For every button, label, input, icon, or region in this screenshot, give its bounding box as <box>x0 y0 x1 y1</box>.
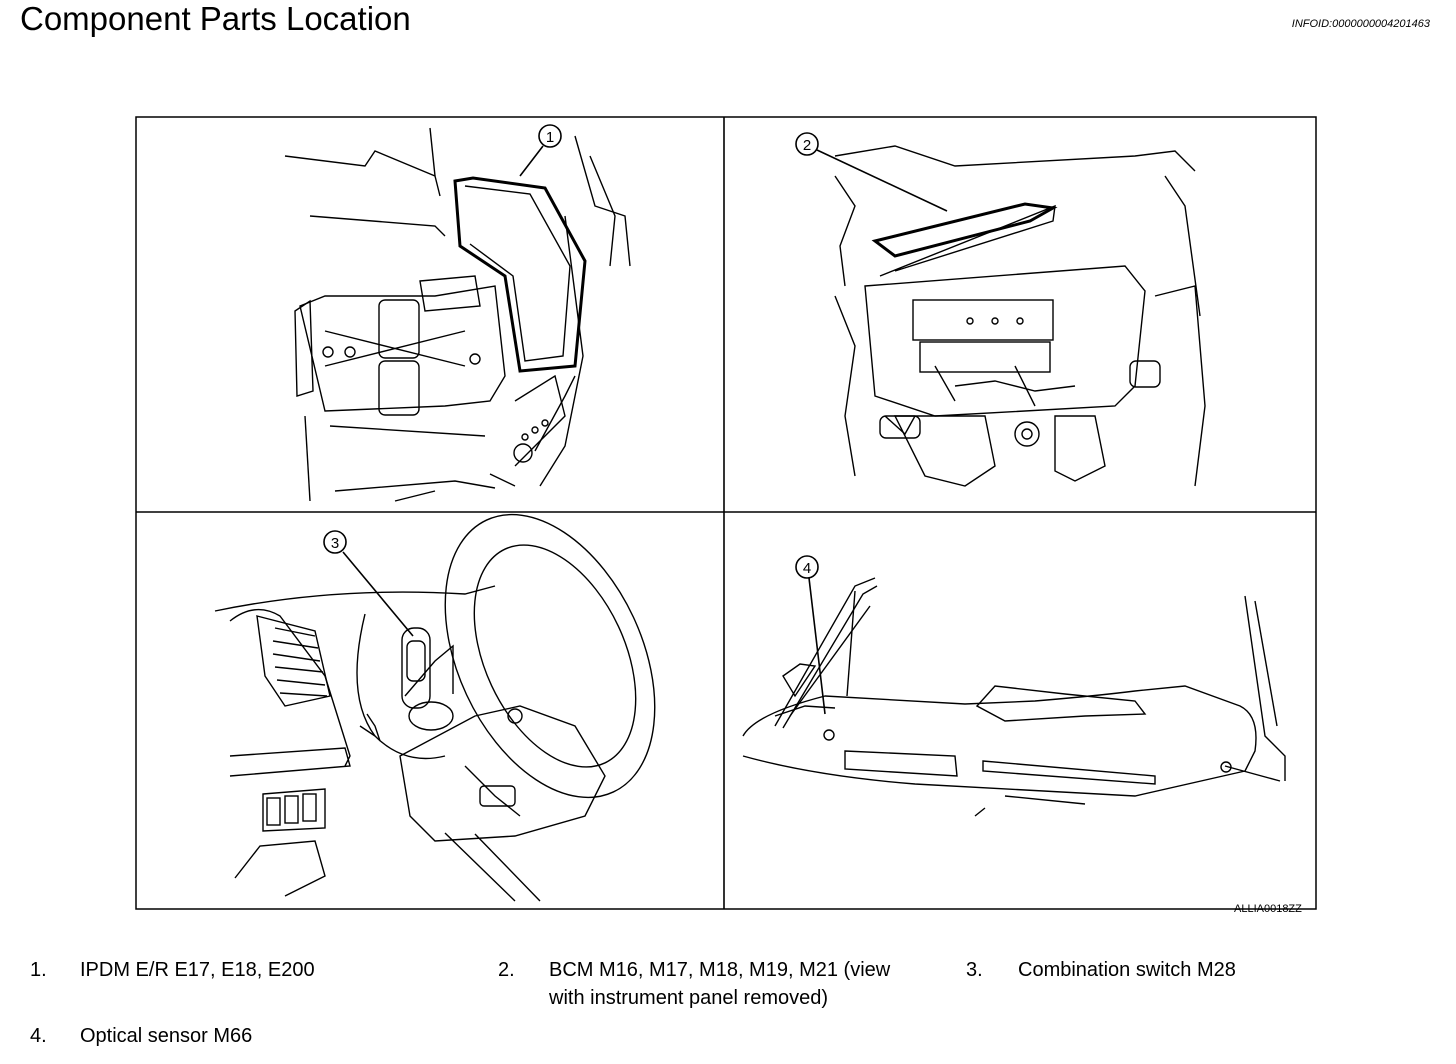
panel-combination-switch <box>214 513 656 902</box>
legend-number: 1. <box>30 959 47 981</box>
legend-number: 2. <box>498 959 515 981</box>
info-id: INFOID:0000000004201463 <box>1291 18 1430 30</box>
panel-optical-sensor <box>742 577 1286 817</box>
callout-4-marker <box>795 555 826 715</box>
page-title: Component Parts Location <box>20 0 411 37</box>
callout-4-label: 4 <box>803 560 811 577</box>
panel-ipdm-er <box>284 127 631 502</box>
legend-number: 3. <box>966 959 983 981</box>
legend-text: IPDM E/R E17, E18, E200 <box>80 959 315 981</box>
callout-1-label: 1 <box>546 129 554 146</box>
legend-number: 4. <box>30 1025 47 1047</box>
callout-1-marker <box>519 124 562 177</box>
callout-2-marker <box>795 132 948 212</box>
component-location-figure: 1 2 3 4 <box>135 116 1317 910</box>
figure-frame <box>135 116 1317 910</box>
callout-3-label: 3 <box>331 535 339 552</box>
legend-text-line-2: with instrument panel removed) <box>549 987 829 1009</box>
legend-text: Combination switch M28 <box>1018 959 1236 981</box>
callout-2-label: 2 <box>803 137 811 154</box>
legend-text-line-1: BCM M16, M17, M18, M19, M21 (view <box>549 959 891 981</box>
callout-3-marker <box>323 530 414 637</box>
legend-text: Optical sensor M66 <box>80 1025 253 1047</box>
figure-code: ALLIA0018ZZ <box>1234 903 1302 915</box>
panel-bcm <box>834 145 1206 487</box>
